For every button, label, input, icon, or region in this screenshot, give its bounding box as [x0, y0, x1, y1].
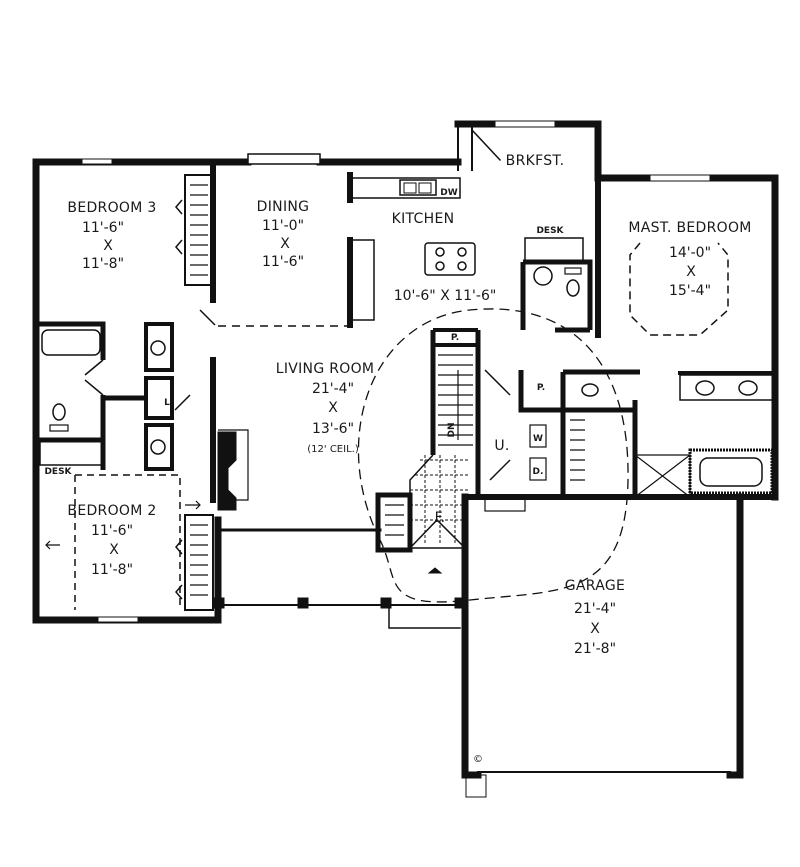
- garage-width: 21'-4": [574, 601, 616, 617]
- room-label-bedroom-3: BEDROOM 3: [67, 200, 156, 216]
- washer-label: W: [533, 434, 543, 444]
- room-label-garage: GARAGE: [565, 578, 625, 594]
- linen-label: L: [164, 398, 170, 408]
- bedroom-desk-label: DESK: [44, 467, 72, 477]
- dining-width: 11'-0": [262, 218, 304, 234]
- master-bedroom-x: X: [686, 264, 696, 280]
- living-room-ceiling-note: (12' CEIL.): [307, 444, 359, 455]
- living-room-x: X: [328, 400, 338, 416]
- garage-x: X: [590, 621, 600, 637]
- master-bedroom-width: 14'-0": [669, 245, 711, 261]
- living-room-depth: 13'-6": [312, 421, 354, 437]
- pantry-label-1: P.: [451, 333, 459, 343]
- stairs-down-label: DN: [447, 422, 457, 437]
- copyright-symbol: ©: [473, 754, 483, 765]
- bedroom-3-x: X: [103, 238, 113, 254]
- bedroom-2-depth: 11'-8": [91, 562, 133, 578]
- room-label-bedroom-2: BEDROOM 2: [67, 503, 156, 519]
- bedroom-2-x: X: [109, 542, 119, 558]
- bedroom-3-depth: 11'-8": [82, 256, 124, 272]
- kitchen-desk-label: DESK: [536, 226, 564, 236]
- dishwasher-label: DW: [440, 188, 457, 198]
- foyer-label: F.: [435, 510, 446, 526]
- room-label-dining: DINING: [257, 199, 310, 215]
- room-label-breakfast: BRKFST.: [506, 153, 565, 169]
- bedroom-3-width: 11'-6": [82, 220, 124, 236]
- dining-x: X: [280, 236, 290, 252]
- utility-label: U.: [494, 438, 509, 454]
- room-label-master-bedroom: MAST. BEDROOM: [628, 220, 751, 236]
- dining-depth: 11'-6": [262, 254, 304, 270]
- room-label-living-room: LIVING ROOM: [276, 361, 375, 377]
- bedroom-2-width: 11'-6": [91, 523, 133, 539]
- pantry-label-2: P.: [537, 383, 545, 393]
- living-room-width: 21'-4": [312, 381, 354, 397]
- garage-depth: 21'-8": [574, 641, 616, 657]
- kitchen-dims: 10'-6" X 11'-6": [394, 288, 497, 304]
- dryer-label: D.: [533, 467, 544, 477]
- room-label-kitchen: KITCHEN: [392, 211, 455, 227]
- master-bedroom-depth: 15'-4": [669, 283, 711, 299]
